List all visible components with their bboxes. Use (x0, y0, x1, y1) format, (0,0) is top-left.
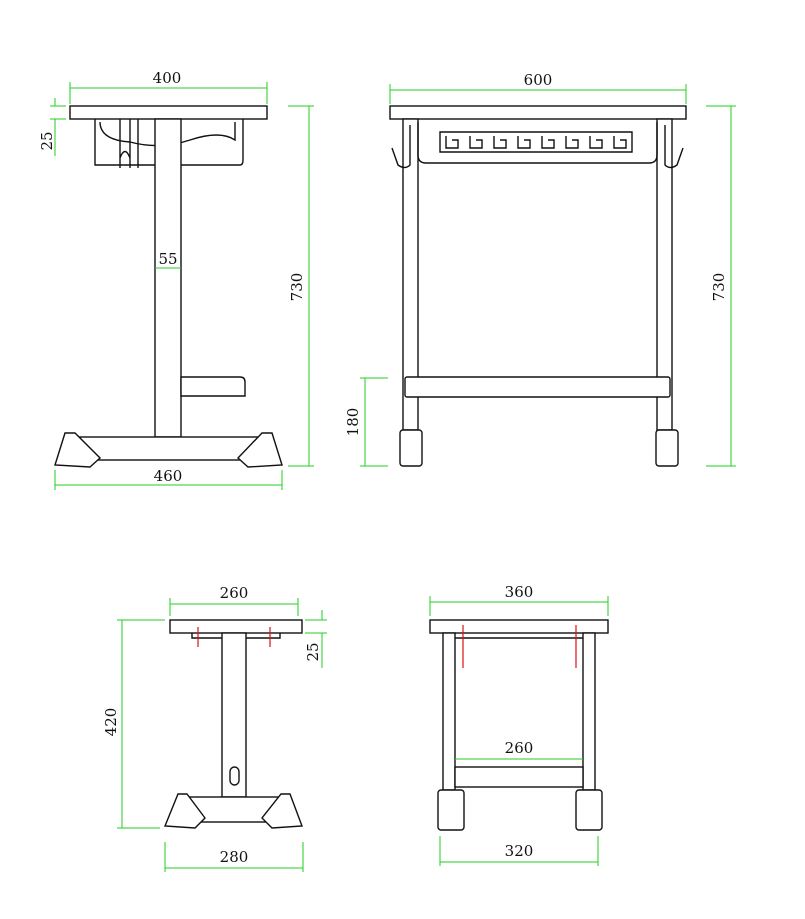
dim-height: 730 (710, 273, 728, 302)
bag-hooks (391, 125, 684, 169)
desktop (429, 619, 609, 634)
dim-pole: 55 (158, 250, 177, 268)
dim-base: 320 (505, 842, 534, 860)
foot-left (399, 429, 423, 467)
front-view-tall-desk: 600 180 730 (344, 71, 736, 467)
apron (417, 122, 658, 164)
dim-width: 600 (524, 71, 553, 89)
foot-right (655, 429, 679, 467)
footrest (404, 376, 671, 398)
dim-footrest-height: 180 (344, 408, 362, 437)
desktop (169, 619, 303, 634)
red-markers (197, 627, 271, 647)
dim-width: 260 (220, 584, 249, 602)
leg-left (442, 632, 456, 791)
foot-left (437, 789, 465, 831)
dim-top-thickness: 25 (304, 642, 322, 661)
foot-right (261, 793, 303, 829)
red-markers (462, 625, 577, 668)
foot-right (236, 432, 283, 468)
front-view-short-desk: 360 260 320 (429, 583, 609, 866)
dim-width: 400 (153, 69, 182, 87)
dim-top-thickness: 25 (38, 131, 56, 150)
side-view-short-desk: 260 25 420 280 (102, 584, 327, 872)
dim-height: 730 (288, 273, 306, 302)
dim-height: 420 (102, 708, 120, 737)
foot-left (54, 432, 102, 468)
desktop (69, 105, 268, 120)
foot-right (575, 789, 603, 831)
desktop (389, 105, 687, 120)
pole (154, 118, 182, 438)
crossbar (454, 766, 584, 788)
side-view-tall-desk: 400 25 55 460 730 (38, 69, 314, 490)
dim-base: 280 (220, 848, 249, 866)
slot (229, 766, 240, 786)
dim-width: 360 (505, 583, 534, 601)
dim-base: 460 (154, 467, 183, 485)
pole (221, 632, 247, 798)
meander-pattern (439, 131, 633, 153)
foot-left (163, 793, 206, 829)
dim-crossbar: 260 (505, 739, 534, 757)
footrest (180, 376, 246, 397)
leg-right (582, 632, 596, 791)
bag-hook (119, 119, 139, 168)
